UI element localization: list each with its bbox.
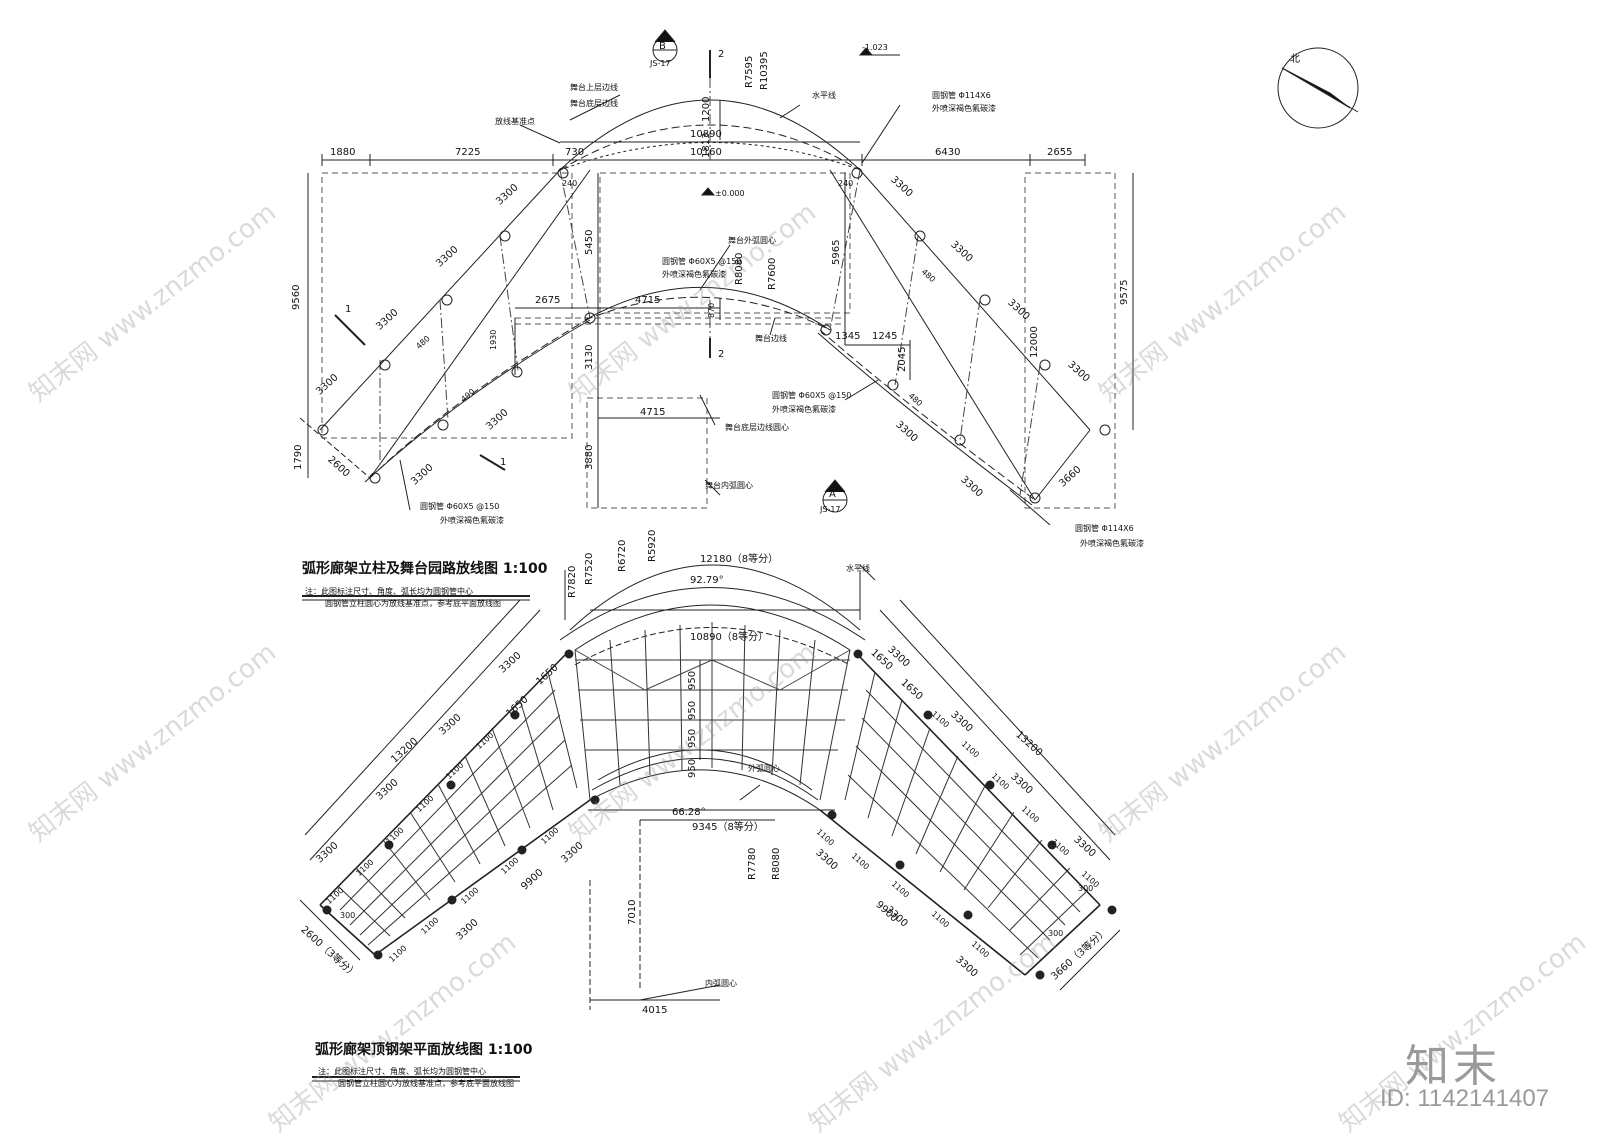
section-2-top: 2 — [718, 49, 725, 60]
bottom-plan-note-1: 注：此图标注尺寸、角度、弧长均为圆钢管中心 — [318, 1067, 486, 1076]
bp-dim-4015: 4015 — [642, 1005, 668, 1016]
dim-1790: 1790 — [293, 444, 304, 470]
bp-label-outer-center: 外弧圆心 — [748, 764, 780, 773]
north-label: 北 — [1290, 54, 1300, 65]
dim-r7595: R7595 — [744, 55, 755, 88]
dim-240-b: 240 — [838, 179, 854, 188]
dim-870: 870 — [707, 302, 716, 318]
bp-dim-950: 950 — [687, 700, 698, 720]
dim-9560: 9560 — [291, 284, 302, 310]
label-paint-c: 外喷深褐色氟碳漆 — [772, 405, 836, 414]
dim-1880: 1880 — [330, 147, 356, 158]
dim-r8080: R8080 — [734, 252, 745, 285]
bp-dim-9345: 9345（8等分） — [692, 822, 764, 833]
dim-12000: 12000 — [1029, 326, 1040, 358]
dim-3130: 3130 — [584, 344, 595, 370]
dim-6430: 6430 — [935, 147, 961, 158]
label-stage-top: 舞台上层边线 — [570, 83, 618, 92]
bp-label-inner-center: 内弧圆心 — [705, 979, 737, 988]
dim-1813: 1813 — [701, 132, 712, 158]
brand-logo: 知末 — [1405, 1041, 1501, 1092]
section-2-bottom: 2 — [718, 349, 725, 360]
bp-dim-r7780: R7780 — [747, 847, 758, 880]
bp-dim-r7820: R7820 — [567, 565, 578, 598]
label-setout-point: 放线基准点 — [495, 117, 535, 126]
label-stage-bottom: 舞台底层边线 — [570, 99, 618, 108]
dim-2045: 2045 — [897, 346, 908, 372]
section-b-letter: B — [659, 41, 666, 52]
label-horizontal: 水平线 — [812, 91, 836, 100]
bp-dim-r7520: R7520 — [584, 552, 595, 585]
dim-1930: 1930 — [489, 329, 498, 350]
label-pipe-60-c: 圆钢管 Φ60X5 @150 — [420, 502, 500, 511]
label-stage-edge: 舞台边线 — [755, 334, 787, 343]
bp-dim-r6720: R6720 — [617, 539, 628, 572]
bp-dim-7010: 7010 — [627, 899, 638, 925]
bp-dim-950: 950 — [687, 758, 698, 778]
section-1-left: 1 — [345, 304, 352, 315]
bp-dim-10890: 10890（8等分） — [690, 632, 769, 643]
bp-dim-92-79: 92.79° — [690, 575, 724, 586]
top-plan-note-1: 注：此图标注尺寸、角度、弧长均为圆钢管中心 — [305, 587, 473, 596]
bp-dim-300-left: 300 — [340, 911, 356, 920]
bp-dim-950: 950 — [687, 728, 698, 748]
dim-5965: 5965 — [831, 239, 842, 265]
bottom-plan-note-2: 圆钢管立柱圆心为放线基准点，参考底平面放线图 — [338, 1079, 514, 1088]
bp-dim-300-right-2: 300 — [1078, 884, 1094, 893]
brand-id: ID: 1142141407 — [1380, 1085, 1550, 1112]
label-paint-e: 外喷深褐色氟碳漆 — [1080, 539, 1144, 548]
dim-1200: 1200 — [701, 96, 712, 122]
dim-r10395: R10395 — [759, 51, 770, 90]
dim-7225: 7225 — [455, 147, 481, 158]
label-paint-b: 外喷深褐色氟碳漆 — [662, 270, 726, 279]
label-pipe-114-a: 圆钢管 Φ114X6 — [932, 91, 991, 100]
top-plan-note-2: 圆钢管立柱圆心为放线基准点，参考底平面放线图 — [325, 599, 501, 608]
bp-dim-r8080: R8080 — [771, 847, 782, 880]
dim-4715-a: 4715 — [635, 295, 661, 306]
dim-2655: 2655 — [1047, 147, 1073, 158]
dim-730: 730 — [565, 147, 585, 158]
bp-label-horizontal: 水平线 — [846, 564, 870, 573]
bp-dim-12180: 12180（8等分） — [700, 554, 779, 565]
dim-2675: 2675 — [535, 295, 561, 306]
top-plan-geometry — [299, 29, 1134, 526]
dim-3880: 3880 — [584, 444, 595, 470]
elevation-top: -1.023 — [862, 43, 888, 52]
bp-dim-r5920: R5920 — [647, 529, 658, 562]
label-outer-center: 舞台外弧圆心 — [728, 236, 776, 245]
section-a-sheet: JS-17 — [820, 505, 841, 514]
label-pipe-60-a: 圆钢管 Φ60X5 @150 — [662, 257, 742, 266]
label-inner-center: 舞台内弧圆心 — [705, 481, 753, 490]
label-paint-a: 外喷深褐色氟碳漆 — [932, 104, 996, 113]
bp-dim-300-right: 300 — [1048, 929, 1064, 938]
dim-1345: 1345 — [835, 331, 861, 342]
dim-r7600: R7600 — [767, 257, 778, 290]
dim-1245: 1245 — [872, 331, 898, 342]
dim-5450: 5450 — [584, 229, 595, 255]
bp-dim-950: 950 — [687, 670, 698, 690]
section-1-right: 1 — [500, 457, 507, 468]
dim-10890: 10890 — [690, 129, 722, 140]
top-plan-title: 弧形廊架立柱及舞台园路放线图 1:100 — [302, 561, 548, 577]
section-b-sheet: JS-17 — [650, 59, 671, 68]
label-pipe-114-b: 圆钢管 Φ114X6 — [1075, 524, 1134, 533]
section-a-letter: A — [829, 489, 836, 500]
label-pipe-60-b: 圆钢管 Φ60X5 @150 — [772, 391, 852, 400]
elevation-zero: ±0.000 — [715, 189, 745, 198]
label-bottom-center: 舞台底层边线圆心 — [725, 423, 789, 432]
label-paint-d: 外喷深褐色氟碳漆 — [440, 516, 504, 525]
bottom-plan-title: 弧形廊架顶钢架平面放线图 1:100 — [315, 1042, 533, 1058]
dim-4715-b: 4715 — [640, 407, 666, 418]
north-arrow — [1277, 47, 1359, 129]
bottom-plan-geometry — [299, 564, 1121, 1010]
dim-240-a: 240 — [562, 179, 578, 188]
bp-dim-66-28: 66.28° — [672, 807, 706, 818]
dim-9575: 9575 — [1119, 279, 1130, 305]
dim-10160: 10160 — [690, 147, 722, 158]
